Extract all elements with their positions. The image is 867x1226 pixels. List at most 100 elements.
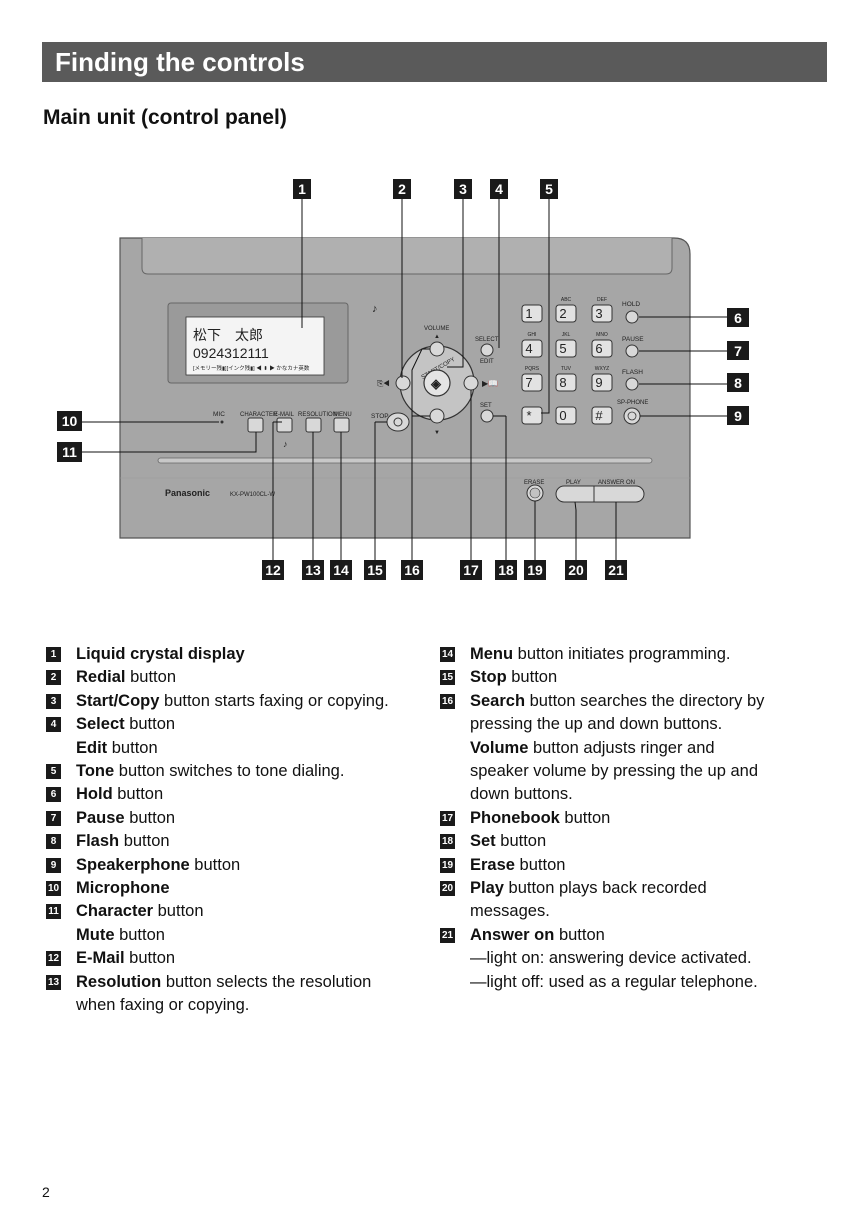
item-term: Erase (470, 855, 515, 874)
item-desc-cont: pressing the up and down buttons. (470, 715, 723, 734)
character-button[interactable] (247, 417, 264, 433)
key-1-button[interactable] (555, 304, 577, 323)
key-8-letters: WXYZ (595, 366, 609, 372)
select-button[interactable] (480, 343, 494, 357)
callout-5-label: 5 (545, 181, 553, 197)
key-4-button[interactable] (555, 339, 577, 358)
item-term: Set (470, 832, 496, 851)
callouts-right: 6 7 8 9 (727, 308, 749, 425)
pause-label: PAUSE (622, 336, 644, 343)
key-5-letters: MNO (596, 332, 608, 338)
callouts-left: 10 11 (57, 411, 82, 462)
callout-18 (495, 560, 517, 580)
item-term: Start/Copy (76, 691, 160, 710)
key-5-label: 6 (595, 341, 602, 356)
sp-phone-label: SP-PHONE (617, 400, 648, 406)
key-8-label: 9 (595, 375, 602, 390)
resolution-label: RESOLUTION (298, 412, 337, 418)
key-3-button[interactable] (521, 339, 543, 358)
email-button[interactable] (276, 417, 293, 433)
resolution-button[interactable] (305, 417, 322, 433)
callout-10-label: 10 (62, 413, 78, 429)
item-number: 3 (46, 693, 61, 709)
callout-12-label: 12 (265, 562, 281, 578)
item-number: 14 (440, 647, 455, 662)
key-0-button[interactable] (521, 304, 543, 323)
key-6-button[interactable] (521, 373, 543, 392)
item-number: 15 (440, 670, 455, 686)
callout-8-label: 8 (734, 375, 742, 391)
key-5-button[interactable] (591, 339, 613, 358)
mic-hole (220, 420, 224, 424)
item-desc-cont: when faxing or copying. (76, 996, 250, 1015)
callout-12 (262, 560, 284, 580)
item-desc-2: button adjusts ringer and (528, 738, 715, 757)
menu-label: MENU (334, 412, 352, 418)
callout-7-label: 7 (734, 343, 742, 359)
item-term-2: Edit (76, 738, 108, 757)
hold-button[interactable] (625, 310, 639, 324)
item-term: Flash (76, 832, 120, 851)
item-number: 7 (46, 810, 61, 826)
key-11-button[interactable] (591, 406, 613, 425)
key-8-button[interactable] (591, 373, 613, 392)
flash-button[interactable] (625, 377, 639, 391)
key-2-label: 3 (595, 306, 602, 321)
lcd-line2: 0924312111 (193, 345, 269, 361)
item-number: 20 (440, 881, 455, 897)
callout-11 (57, 442, 82, 462)
stop-button[interactable] (386, 412, 410, 432)
callout-8 (727, 373, 749, 392)
item-number: 2 (46, 670, 61, 686)
character-label: CHARACTER (240, 412, 278, 418)
callout-2-label: 2 (398, 181, 406, 197)
start-copy-button[interactable] (423, 369, 451, 397)
item-desc: button (153, 902, 204, 921)
item-desc: button switches to tone dialing. (114, 762, 345, 781)
leader-lines (82, 199, 727, 560)
control-panel-diagram: 1 2 3 4 5 松下 太郎 0924312111 [メモリー残▮][インク残… (0, 160, 867, 600)
phonebook-icon: ▶📖 (482, 379, 498, 388)
phonebook-button[interactable] (463, 375, 479, 391)
key-2-button[interactable] (591, 304, 613, 323)
pause-button[interactable] (625, 344, 639, 358)
menu-button[interactable] (333, 417, 350, 433)
answer-on-label: ANSWER ON (598, 480, 635, 486)
key-9-button[interactable] (521, 406, 543, 425)
item-number: 12 (46, 951, 61, 967)
redial-button[interactable] (395, 375, 411, 391)
set-button[interactable] (480, 409, 494, 423)
callout-14-label: 14 (333, 562, 349, 578)
callout-2 (393, 179, 411, 199)
sp-phone-button[interactable] (623, 407, 641, 425)
item-desc: button (559, 808, 611, 827)
up-button[interactable] (429, 341, 445, 357)
key-10-button[interactable] (555, 406, 577, 425)
key-1-label: 2 (559, 306, 566, 321)
item-term: Microphone (76, 879, 170, 898)
callouts-top: 1 2 3 4 5 (293, 179, 558, 199)
down-button[interactable] (429, 408, 445, 424)
lcd-line3: [メモリー残▮][インク残▮] ◀ ⬍ ▶ かなカナ英数 (193, 364, 310, 372)
key-2-letters: DEF (597, 297, 607, 303)
key-1-letters: ABC (561, 297, 572, 303)
item-number: 18 (440, 834, 455, 850)
mic-label: MIC (213, 411, 225, 418)
callout-7 (727, 341, 749, 360)
key-7-label: 8 (559, 375, 566, 390)
callout-21-label: 21 (608, 562, 624, 578)
key-7-button[interactable] (555, 373, 577, 392)
item-desc-2: button (114, 925, 165, 944)
redial-icon: ⎘◀ (377, 379, 390, 388)
callout-19 (524, 560, 546, 580)
callout-17 (460, 560, 482, 580)
